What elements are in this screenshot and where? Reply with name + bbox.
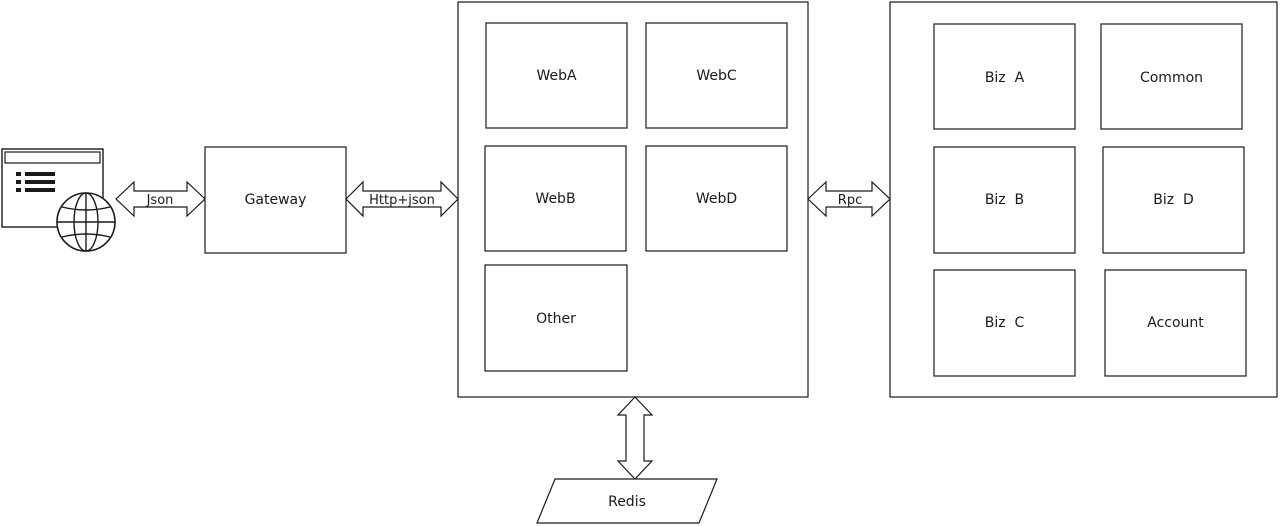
biz-b-box: Biz B (933, 146, 1076, 254)
gateway-box: Gateway (204, 146, 347, 254)
web-a-label: WebA (536, 68, 577, 84)
common-box: Common (1100, 23, 1243, 130)
biz-cluster: Biz A Common Biz B Biz D Biz C Account (889, 1, 1278, 398)
json-arrow-label: Json (146, 193, 174, 208)
rpc-arrow-label: Rpc (838, 193, 862, 208)
biz-d-box: Biz D (1102, 146, 1245, 254)
other-box: Other (484, 264, 628, 372)
web-a-box: WebA (485, 22, 628, 129)
redis-arrow (616, 396, 654, 480)
gateway-label: Gateway (245, 192, 307, 208)
biz-d-label: Biz D (1153, 192, 1194, 208)
other-label: Other (536, 311, 576, 327)
account-label: Account (1147, 315, 1204, 331)
biz-b-label: Biz B (985, 192, 1024, 208)
web-d-label: WebD (696, 191, 737, 207)
web-d-box: WebD (645, 145, 788, 252)
common-label: Common (1140, 70, 1203, 86)
web-b-box: WebB (484, 145, 627, 252)
biz-a-box: Biz A (933, 23, 1076, 130)
web-c-box: WebC (645, 22, 788, 129)
web-b-label: WebB (535, 191, 575, 207)
redis-store: Redis (536, 478, 718, 524)
rpc-arrow: Rpc (807, 180, 891, 218)
browser-globe-icon (1, 148, 116, 252)
web-cluster: WebA WebC WebB WebD Other (457, 1, 809, 398)
biz-c-label: Biz C (985, 315, 1025, 331)
json-arrow: Json (115, 180, 206, 218)
biz-a-label: Biz A (985, 70, 1025, 86)
redis-label: Redis (608, 494, 646, 510)
biz-c-box: Biz C (933, 269, 1076, 377)
http-json-arrow: Http+json (345, 180, 459, 218)
web-c-label: WebC (696, 68, 737, 84)
http-json-arrow-label: Http+json (369, 193, 435, 208)
account-box: Account (1104, 269, 1247, 377)
